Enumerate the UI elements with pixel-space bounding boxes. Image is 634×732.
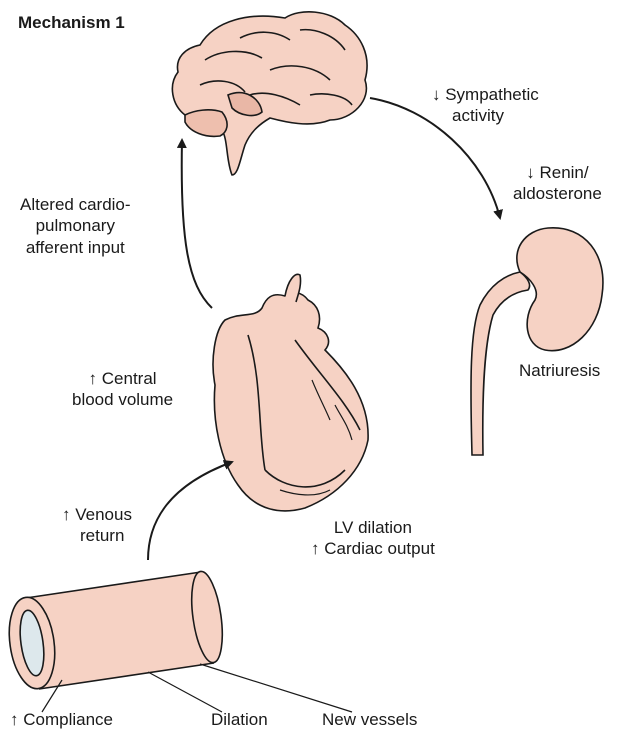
label-sympathetic: ↓ Sympathetic activity: [432, 84, 539, 127]
label-lv-line1: LV dilation: [311, 517, 435, 538]
label-venous-return-line1: ↑ Venous: [62, 504, 132, 525]
brain-illustration: [172, 12, 367, 175]
diagram-title: Mechanism 1: [18, 12, 125, 33]
label-afferent-line1: Altered cardio-: [20, 194, 131, 215]
arrow-vessel-to-heart: [148, 462, 232, 560]
kidney-illustration: [471, 228, 603, 455]
label-natriuresis: Natriuresis: [519, 360, 600, 381]
label-central-volume: ↑ Central blood volume: [72, 368, 173, 411]
label-venous-return-line2: return: [62, 525, 132, 546]
label-lv-line2: ↑ Cardiac output: [311, 538, 435, 559]
label-renin: ↓ Renin/ aldosterone: [513, 162, 602, 205]
label-afferent: Altered cardio- pulmonary afferent input: [20, 194, 131, 258]
label-venous-return: ↑ Venous return: [62, 504, 132, 547]
label-lv: LV dilation ↑ Cardiac output: [311, 517, 435, 560]
label-afferent-line2: pulmonary: [20, 215, 131, 236]
label-dilation: Dilation: [211, 709, 268, 730]
arrow-heart-to-brain: [182, 140, 212, 308]
vessel-illustration: [4, 569, 227, 691]
label-renin-line1: ↓ Renin/: [513, 162, 602, 183]
label-central-volume-line2: blood volume: [72, 389, 173, 410]
label-sympathetic-line1: ↓ Sympathetic: [432, 84, 539, 105]
label-sympathetic-line2: activity: [432, 105, 539, 126]
label-central-volume-line1: ↑ Central: [72, 368, 173, 389]
label-renin-line2: aldosterone: [513, 183, 602, 204]
label-new-vessels: New vessels: [322, 709, 417, 730]
label-afferent-line3: afferent input: [20, 237, 131, 258]
heart-illustration: [213, 274, 368, 511]
label-compliance: ↑ Compliance: [10, 709, 113, 730]
